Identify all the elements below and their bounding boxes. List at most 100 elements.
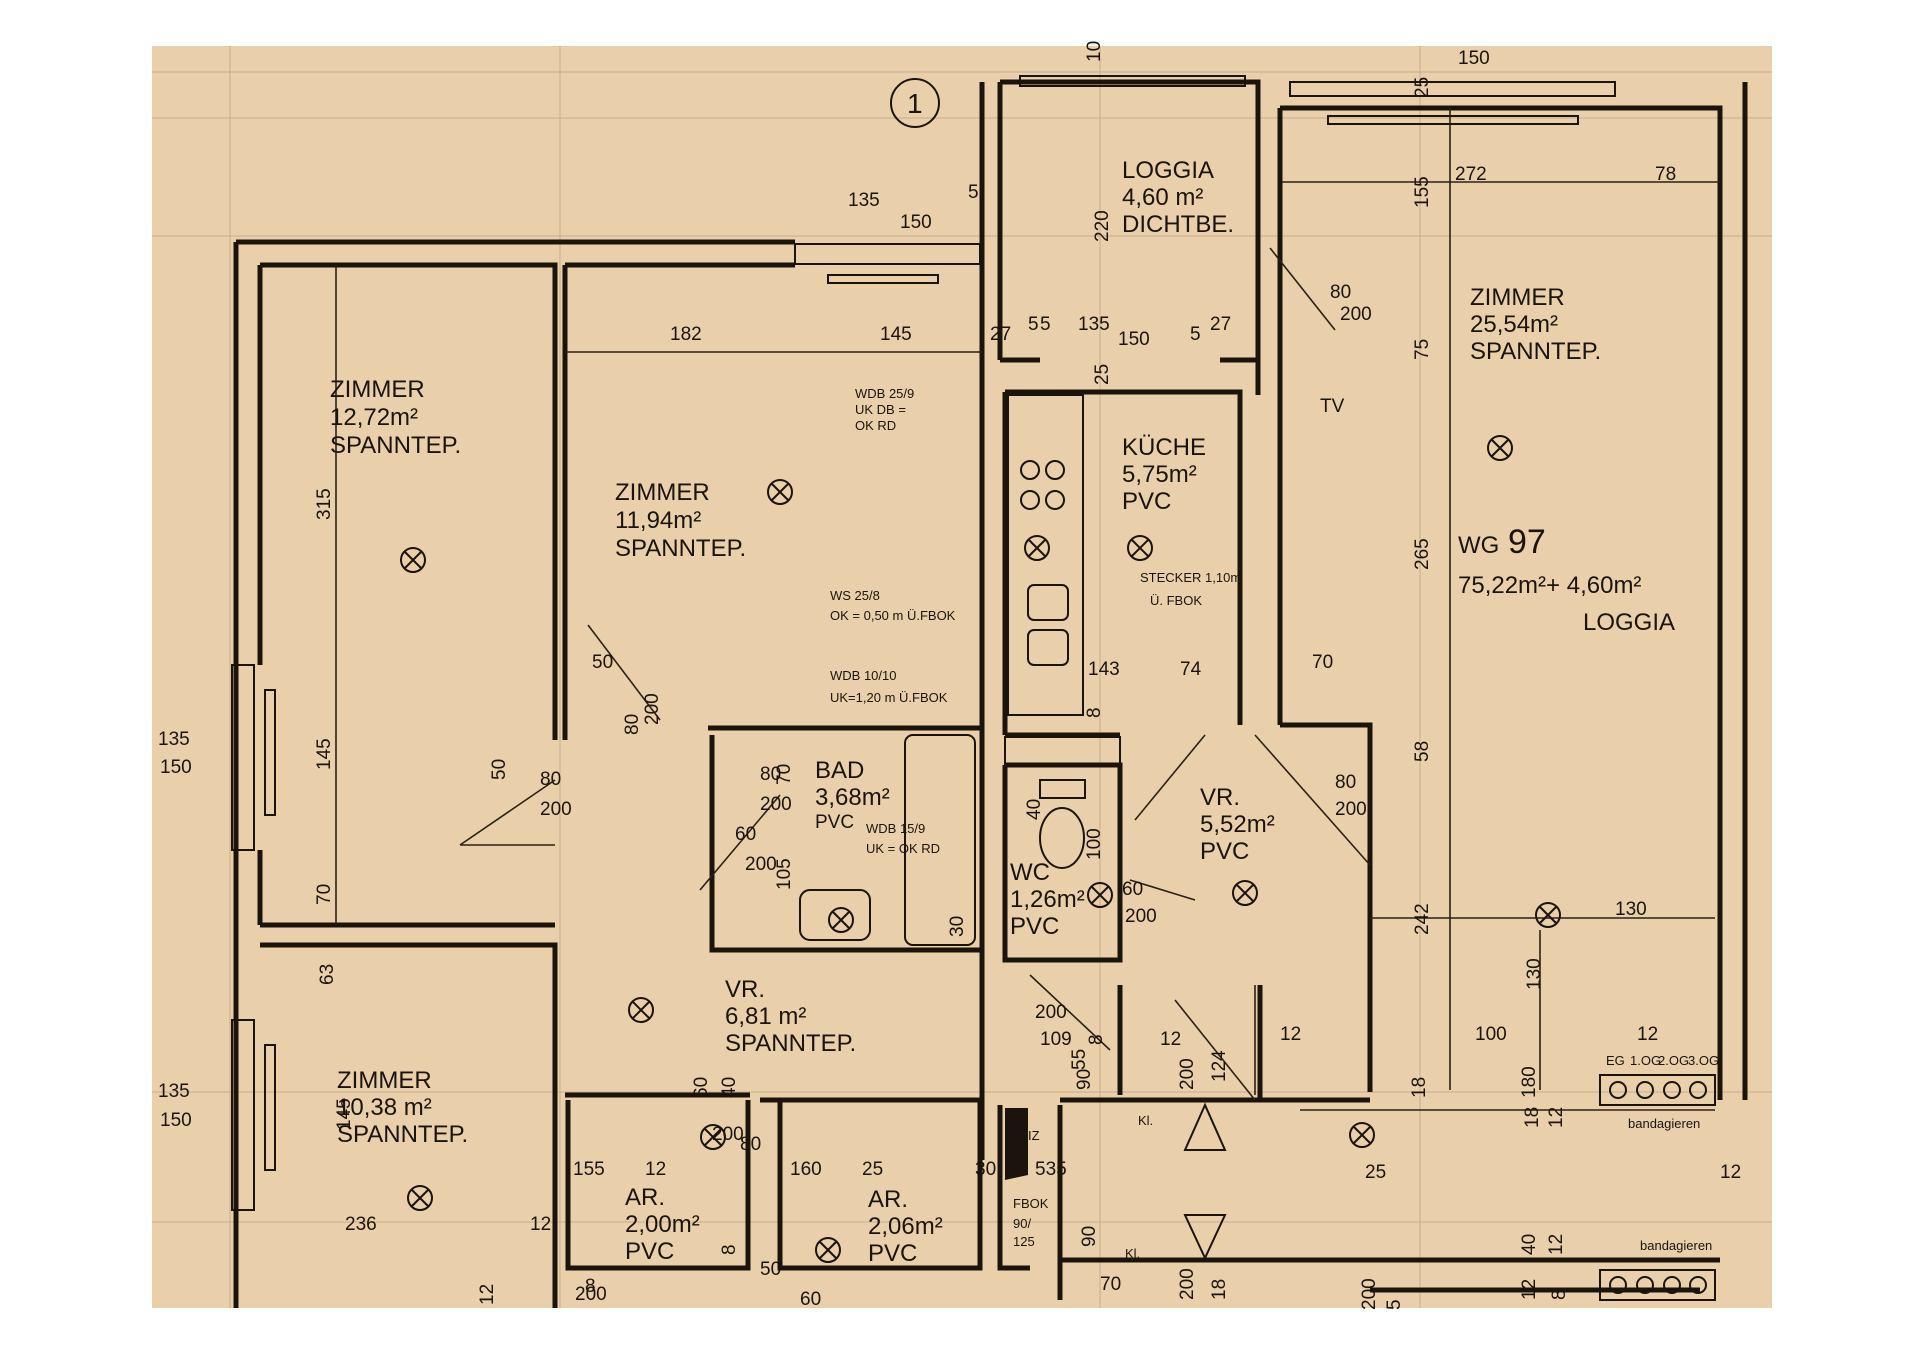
note-heiz: HEIZ (1010, 1128, 1040, 1143)
dimension-label: 5 (1028, 314, 1039, 335)
dimension-label: 100 (1084, 828, 1105, 860)
room-name: ZIMMER (337, 1067, 432, 1094)
note-line: FBOK (1013, 1196, 1049, 1211)
room-area: 2,06m² (868, 1213, 943, 1240)
note-line: 1.OG (1630, 1053, 1661, 1068)
note-line: Ü. FBOK (1150, 593, 1202, 608)
dimension-label: 12 (1720, 1162, 1741, 1183)
room-name: BAD (815, 757, 864, 784)
room-name: VR. (725, 976, 765, 1003)
note-line: UK DB = (855, 402, 906, 417)
dimension-label: 25 (1365, 1162, 1386, 1183)
note-line: WS 25/8 (830, 588, 880, 603)
dimension-label: 55 (1069, 1049, 1090, 1070)
dimension-label: 40 (1519, 1234, 1540, 1255)
note-line: 125 (1013, 1234, 1035, 1249)
light-symbol (815, 1237, 841, 1263)
note-line: OK RD (855, 418, 896, 433)
dimension-label: 60 (735, 824, 756, 845)
dimension-label: 40 (719, 1077, 740, 1098)
dimension-label: 200 (1359, 1278, 1380, 1310)
note-line: EG (1606, 1053, 1625, 1068)
room-floor: PVC (625, 1238, 674, 1265)
dimension-label: 182 (670, 324, 702, 345)
room-floor: DICHTBE. (1122, 211, 1234, 238)
light-symbol (1127, 535, 1153, 561)
note-line: STECKER 1,10m (1140, 570, 1241, 585)
dimension-label: 100 (1475, 1024, 1507, 1045)
dimension-label: 242 (1412, 903, 1433, 935)
dimension-label: 90 (1079, 1226, 1100, 1247)
dimension-label: 50 (592, 652, 613, 673)
room-area: 11,94m² (615, 507, 701, 534)
dimension-label: 145 (314, 738, 335, 770)
dimension-label: 27 (990, 324, 1011, 345)
room-zimmer-b: ZIMMER 11,94m² SPANNTEP. (615, 479, 746, 562)
dimension-label: 180 (1519, 1066, 1540, 1098)
room-area: 1,26m² (1010, 886, 1085, 913)
dimension-label: 200 (1177, 1058, 1198, 1090)
room-labels: ZIMMER 12,72m² SPANNTEP. ZIMMER 11,94m² … (330, 157, 1601, 1267)
room-bad: BAD 3,68m² PVC (815, 757, 890, 833)
dimension-label: 135 (158, 1081, 190, 1102)
dimension-label: 105 (774, 858, 795, 890)
light-symbol (1232, 880, 1258, 906)
dimension-label: 155 (573, 1159, 605, 1180)
dimension-label: 265 (1412, 538, 1433, 570)
dimension-label: 150 (900, 212, 932, 233)
dimension-label: 12 (477, 1284, 498, 1305)
unit-label: WG 97 75,22m²+ 4,60m² LOGGIA (1458, 523, 1675, 636)
room-ar-b: AR. 2,06m² PVC (868, 1186, 943, 1267)
note-wdb-2: WDB 10/10 UK=1,20 m Ü.FBOK (830, 668, 948, 705)
dimension-label: 80 (740, 1134, 761, 1155)
dimension-label: 200 (642, 693, 663, 725)
light-symbol (1349, 1122, 1375, 1148)
walls (233, 79, 1748, 1308)
dimension-label: 150 (160, 757, 192, 778)
dimension-label: 236 (345, 1214, 377, 1235)
dimension-label: 5 (1384, 1299, 1405, 1310)
dimension-label: 70 (1312, 652, 1333, 673)
room-name: VR. (1200, 784, 1240, 811)
unit-extra: LOGGIA (1583, 609, 1675, 636)
room-name: WC (1010, 859, 1050, 886)
notes: WDB 25/9 UK DB = OK RD WS 25/8 OK = 0,50… (830, 386, 1719, 1261)
room-area: 2,00m² (625, 1211, 700, 1238)
light-symbol (1024, 535, 1050, 561)
room-wc: WC 1,26m² PVC (1010, 859, 1085, 940)
axis-marker-label: 1 (907, 88, 923, 119)
dimension-label: 135 (1078, 314, 1110, 335)
dimension-label: 18 (1522, 1107, 1543, 1128)
note-line: 2.OG (1658, 1053, 1689, 1068)
dimension-label: 75 (1412, 339, 1433, 360)
dimension-label: 50 (489, 759, 510, 780)
dimension-label: 12 (1519, 1279, 1540, 1300)
room-floor: PVC (1122, 488, 1171, 515)
room-zimmer-d: ZIMMER 10,38 m² SPANNTEP. (337, 1067, 468, 1148)
unit-number: 97 (1508, 523, 1546, 561)
room-ar-a: AR. 2,00m² PVC (625, 1184, 700, 1265)
note-line: UK=1,20 m Ü.FBOK (830, 690, 948, 705)
note-kl-lower: Kl. (1125, 1246, 1140, 1261)
dimension-label: 60 (691, 1077, 712, 1098)
dimension-label: 50 (760, 1259, 781, 1280)
dimension-label: 80 (622, 714, 643, 735)
windows-and-details (231, 75, 1720, 1301)
dimension-label: 8 (719, 1244, 740, 1255)
dimension-label: 8 (1086, 1034, 1107, 1045)
dimension-label: 80 (1330, 282, 1351, 303)
dimension-label: 124 (1209, 1050, 1230, 1082)
light-symbol (628, 997, 654, 1023)
note-wdb-1: WDB 25/9 UK DB = OK RD (855, 386, 914, 433)
dimension-label: 63 (317, 964, 338, 985)
room-loggia: LOGGIA 4,60 m² DICHTBE. (1122, 157, 1234, 238)
note-tv: TV (1320, 396, 1345, 417)
dimension-label: 5 (1040, 314, 1051, 335)
note-line: 3.OG (1688, 1053, 1719, 1068)
dimension-label: 130 (1524, 958, 1545, 990)
room-kueche: KÜCHE 5,75m² PVC (1122, 434, 1206, 515)
light-symbol (1535, 902, 1561, 928)
room-area: 5,75m² (1122, 461, 1197, 488)
room-area: 12,72m² (330, 404, 418, 431)
